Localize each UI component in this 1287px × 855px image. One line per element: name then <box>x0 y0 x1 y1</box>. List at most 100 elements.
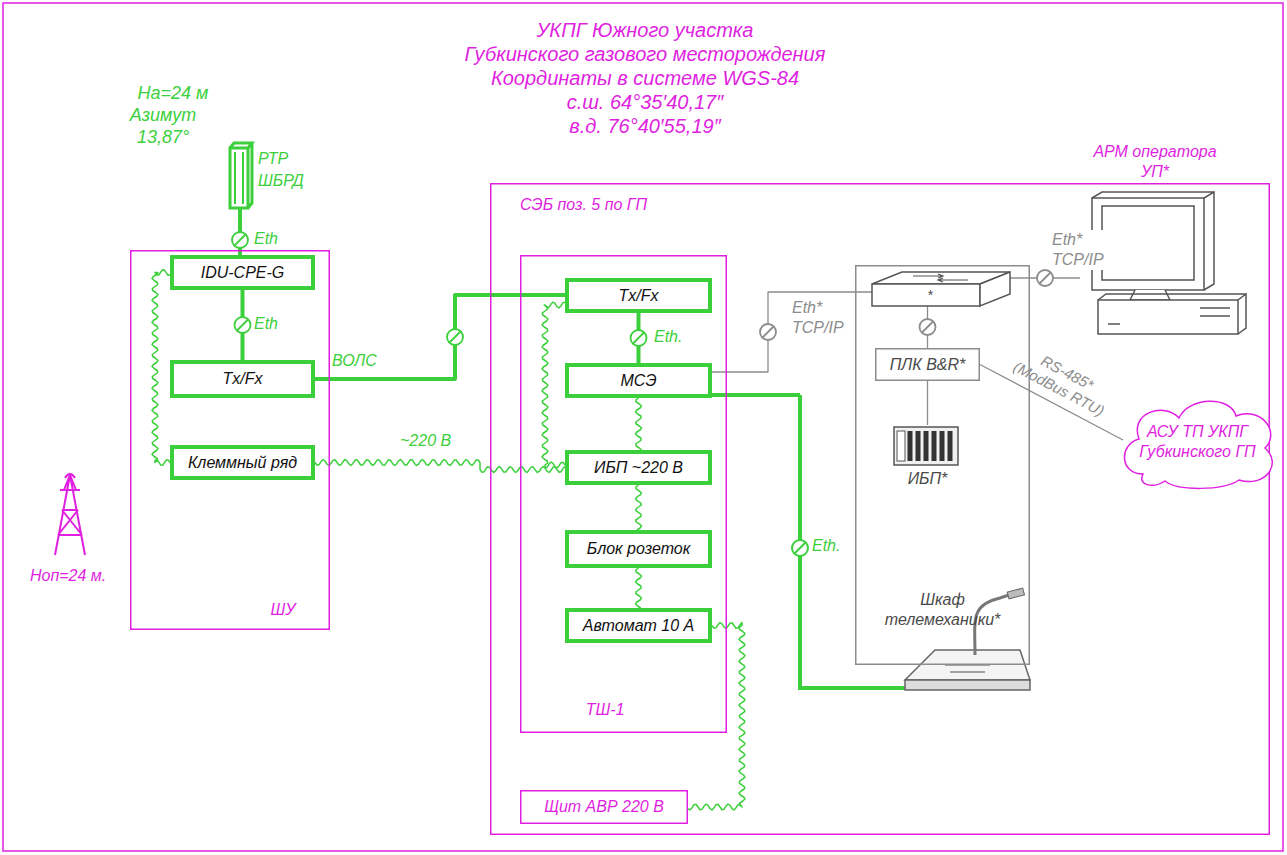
connector-line <box>315 460 565 473</box>
connector-line <box>927 381 928 425</box>
connector-label: Eth <box>252 314 296 334</box>
connector-label: Eth. <box>652 327 696 347</box>
connector-symbol <box>922 321 934 333</box>
connector-line <box>688 623 745 811</box>
antenna-mast <box>238 208 242 225</box>
connector <box>1010 270 1080 286</box>
tower-symbol <box>55 474 85 555</box>
box-label: Щит АВР 220 В <box>544 797 664 817</box>
connector-line <box>636 568 642 608</box>
ups-case <box>894 427 958 465</box>
box-label: Tx/Fx <box>223 369 263 389</box>
cloud-outline <box>1115 392 1280 492</box>
connector <box>636 485 642 530</box>
note-label: в.д. 76°40′55,19″ <box>395 114 895 138</box>
connector-label: Eth* TCP/IP <box>790 298 854 338</box>
system-unit-detail <box>1098 294 1246 334</box>
equipment-box: Tx/Fx <box>565 278 712 313</box>
connector-symbol <box>235 317 251 333</box>
connector-symbol <box>447 329 463 345</box>
cloud-label: АСУ ТП УКПГ Губкинского ГП <box>1133 422 1263 462</box>
connector-line <box>636 485 642 530</box>
switchboard-box: Щит АВР 220 В <box>520 790 688 824</box>
eth-wire <box>712 395 905 688</box>
cabinet-frame: ШУ IDU-CPE-G Tx/FxКлеммный ряд <box>130 250 330 630</box>
connector-symbol <box>920 319 936 335</box>
ups-label: ИБП* <box>890 469 965 489</box>
equipment-box: Клеммный ряд <box>170 445 315 480</box>
antenna-label: РТР ШБРД <box>258 148 310 192</box>
connector <box>927 381 928 425</box>
cloud-outline-path <box>1124 401 1272 488</box>
connector <box>152 270 170 465</box>
note-label: Eth. <box>812 536 862 556</box>
box-label: Автомат 10 А <box>583 616 694 636</box>
connector <box>636 568 642 608</box>
connector <box>712 292 872 372</box>
box-label: ПЛК B&R* <box>890 355 966 375</box>
connector <box>315 295 565 379</box>
equipment-box: Tx/Fx <box>170 360 315 398</box>
equipment-box: IDU-CPE-G <box>170 255 315 290</box>
box-label: Клеммный ряд <box>188 453 297 473</box>
note-label: Координаты в системе WGS-84 <box>395 66 895 90</box>
frame-label: Шкаф телемеханики* <box>867 590 1018 630</box>
box-label: Tx/Fx <box>619 286 659 306</box>
connector-symbol <box>1037 270 1053 286</box>
box-label: IDU-CPE-G <box>201 263 285 283</box>
plc-box: ПЛК B&R* <box>875 348 980 381</box>
network-switch-icon: * <box>868 270 1013 310</box>
connector-symbol <box>234 234 246 246</box>
equipment-box: Автомат 10 А <box>565 608 712 643</box>
switch-drawing <box>868 270 1013 310</box>
connector-line <box>152 270 170 465</box>
connector-label: RS-485* (ModBus RTU) <box>1000 337 1125 426</box>
page-frame <box>3 3 1283 851</box>
equipment-box: МСЭ <box>565 363 712 398</box>
eth-connector-symbol <box>794 542 806 554</box>
diagram-title: УКПГ Южного участка <box>395 18 895 42</box>
connector-line <box>542 302 565 468</box>
connector <box>920 306 936 348</box>
note-label: Hоп=24 м. <box>30 566 140 586</box>
telemetry-cabinet: Шкаф телемеханики* ПЛК B&R* * ИБП* <box>855 265 1030 665</box>
note-label: Губкинского газового месторождения <box>395 42 895 66</box>
switch-arrows <box>913 274 968 282</box>
ups-icon: ИБП* <box>890 425 965 495</box>
connector-symbol <box>631 330 647 346</box>
connector-label: ~220 В <box>398 431 472 451</box>
frame-label: ШУ <box>248 600 318 620</box>
connector-symbol <box>633 332 645 344</box>
connector-symbol <box>237 319 249 331</box>
note-label: Азимут 13,87° <box>128 104 198 148</box>
connector <box>315 460 565 473</box>
box-label: Блок розеток <box>587 539 691 559</box>
antenna-icon: РТР ШБРД <box>222 140 310 225</box>
frame-label: ТШ-1 <box>560 700 650 720</box>
connector-symbol <box>760 324 776 340</box>
note-label: с.ш. 64°35′40,17″ <box>395 90 895 114</box>
connector <box>636 398 642 450</box>
connector-label: ВОЛС <box>330 351 394 371</box>
switch-front <box>872 284 980 306</box>
ups-modules <box>910 431 950 461</box>
workstation-label: АРМ оператора УП* <box>1080 142 1230 182</box>
connector-line <box>315 295 565 379</box>
connector <box>235 290 251 360</box>
connector-symbol <box>449 331 461 343</box>
connector-line <box>712 292 872 372</box>
connector-symbol <box>762 326 774 338</box>
eth-connector-symbol <box>792 540 808 556</box>
antenna-body <box>230 143 252 208</box>
connector-symbol <box>232 232 248 248</box>
connector <box>232 225 248 255</box>
cloud-shape: АСУ ТП УКПГ Губкинского ГП <box>1115 392 1280 492</box>
connector <box>688 623 745 811</box>
connector-symbol <box>1039 272 1051 284</box>
box-label: ИБП ~220 В <box>594 458 683 478</box>
ups-panel <box>897 431 905 461</box>
antenna-inner <box>235 152 243 204</box>
switch-label: * <box>920 286 940 304</box>
connector-line <box>636 398 642 450</box>
